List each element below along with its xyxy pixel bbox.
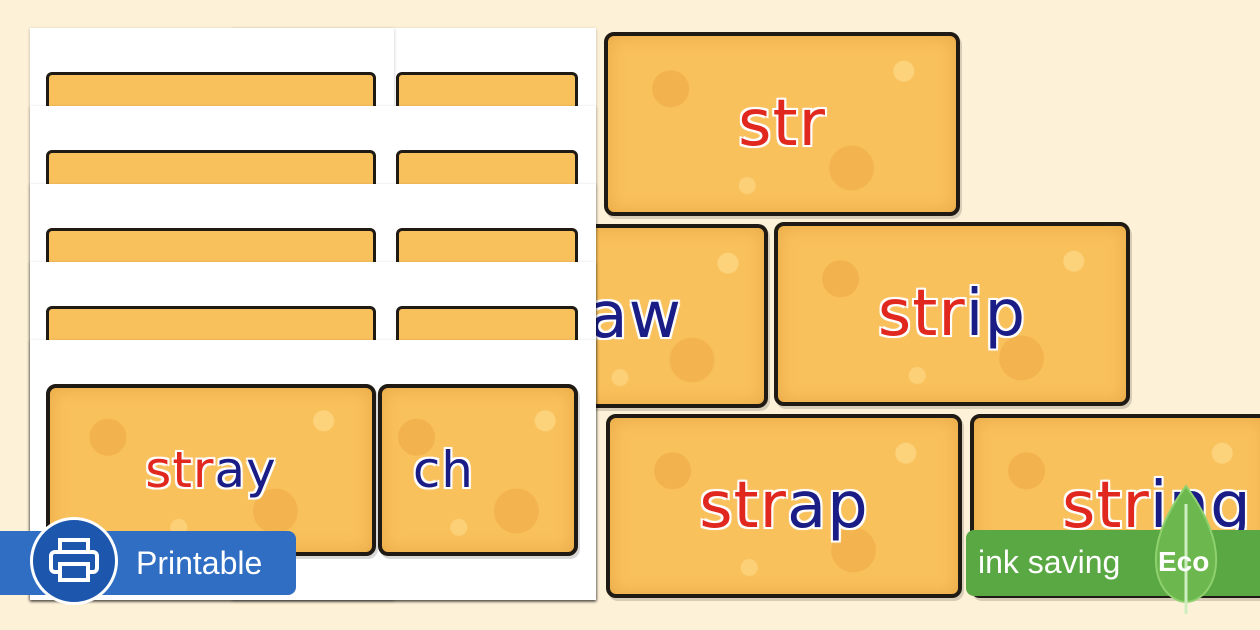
word-stray: stray (145, 441, 276, 499)
word-strip: strip (878, 277, 1026, 351)
word-part: str (738, 87, 826, 161)
word-part: aw (588, 279, 682, 353)
leaf-icon (1154, 484, 1218, 614)
eco-label: Eco (1158, 546, 1210, 577)
word-part: ch (412, 441, 474, 499)
word-part: ay (214, 441, 277, 499)
word-card-strap: strap (606, 414, 962, 598)
word-part: ap (786, 469, 869, 543)
word-part: ip (965, 277, 1027, 351)
printable-label: Printable (136, 545, 263, 581)
printable-badge: Printable (0, 517, 296, 605)
word-part: str (699, 469, 787, 543)
word-stretch: ch (413, 441, 474, 499)
word-str: str (738, 87, 826, 161)
word-card-stretch: ch (378, 384, 578, 556)
word-card-str: str (604, 32, 960, 216)
ink-saving-label: ink saving (978, 544, 1121, 580)
printer-icon (30, 517, 118, 605)
word-part: str (877, 277, 966, 351)
word-straw: aw (588, 279, 682, 353)
word-card-strip: strip (774, 222, 1130, 406)
word-strap: strap (699, 469, 869, 543)
word-part: str (145, 441, 215, 499)
